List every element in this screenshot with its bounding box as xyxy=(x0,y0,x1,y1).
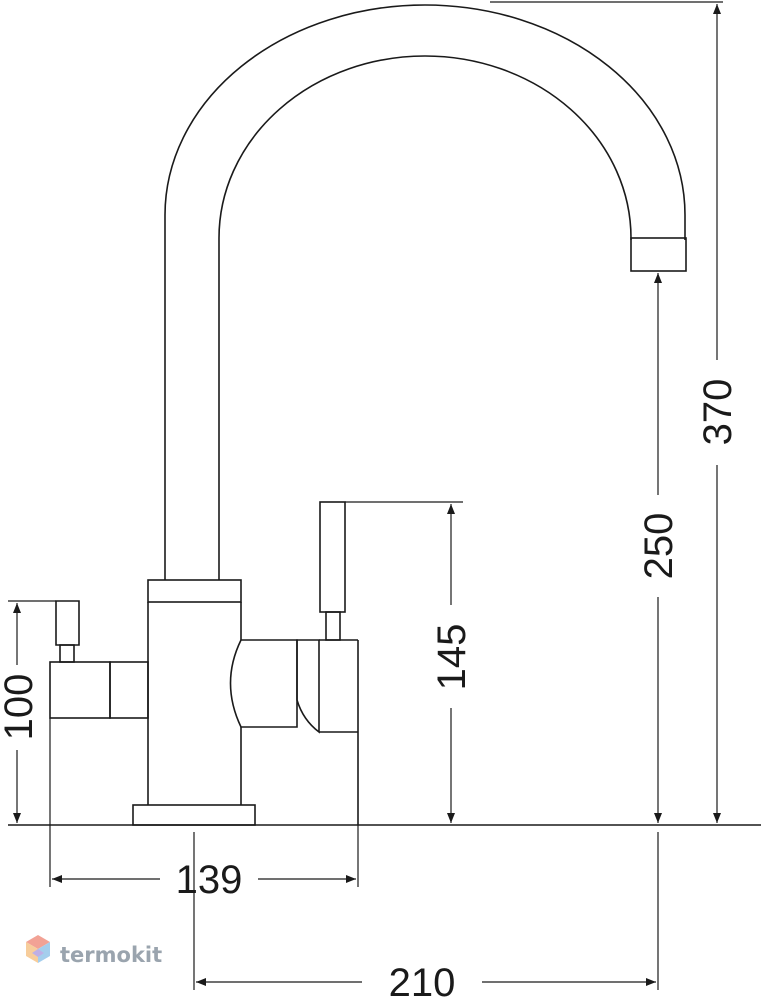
dimension-210: 210 xyxy=(196,961,656,1000)
dimension-label-100: 100 xyxy=(0,674,41,741)
dimension-label-145: 145 xyxy=(430,624,474,691)
right-lever xyxy=(229,501,359,825)
left-handle xyxy=(49,600,149,719)
dimension-370: 370 xyxy=(696,4,740,823)
spout xyxy=(164,4,687,580)
extension-lines xyxy=(8,1,723,990)
dimension-label-370: 370 xyxy=(696,379,740,446)
termokit-logo-icon xyxy=(26,935,50,963)
dimension-100: 100 xyxy=(0,603,41,823)
faucet-body xyxy=(132,579,256,826)
dimension-label-139: 139 xyxy=(176,858,243,902)
dimension-250: 250 xyxy=(637,273,681,823)
dimension-label-210: 210 xyxy=(389,961,456,1000)
dimension-145: 145 xyxy=(430,504,474,823)
dimension-139: 139 xyxy=(52,858,356,902)
termokit-logo-text: termokit xyxy=(60,943,162,967)
dimension-label-250: 250 xyxy=(637,513,681,580)
termokit-watermark: termokit xyxy=(26,935,162,967)
